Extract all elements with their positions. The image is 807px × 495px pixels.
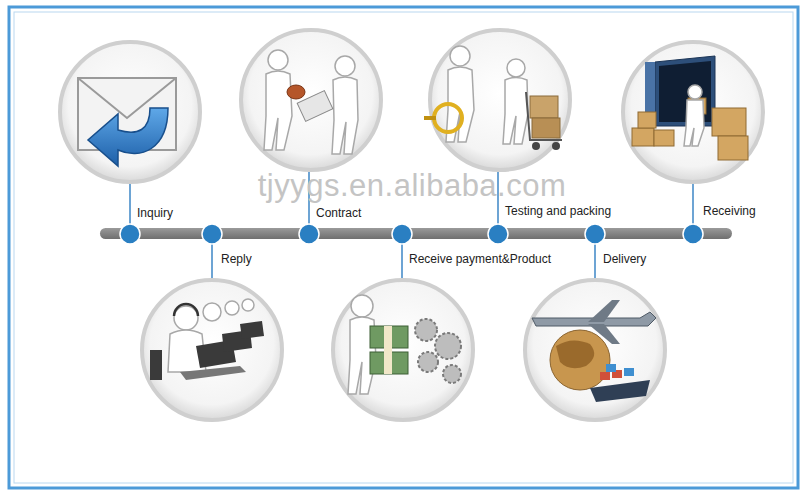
step-label: Reply: [221, 252, 252, 266]
step-label: Delivery: [603, 252, 646, 266]
step-label: Testing and packing: [505, 204, 611, 218]
step-label: Contract: [316, 206, 361, 220]
watermark: tjyygs.en.alibaba.com: [258, 168, 567, 204]
step-label: Receive payment&Product: [409, 252, 551, 266]
step-label: Inquiry: [137, 206, 173, 220]
step-label: Receiving: [703, 204, 756, 218]
